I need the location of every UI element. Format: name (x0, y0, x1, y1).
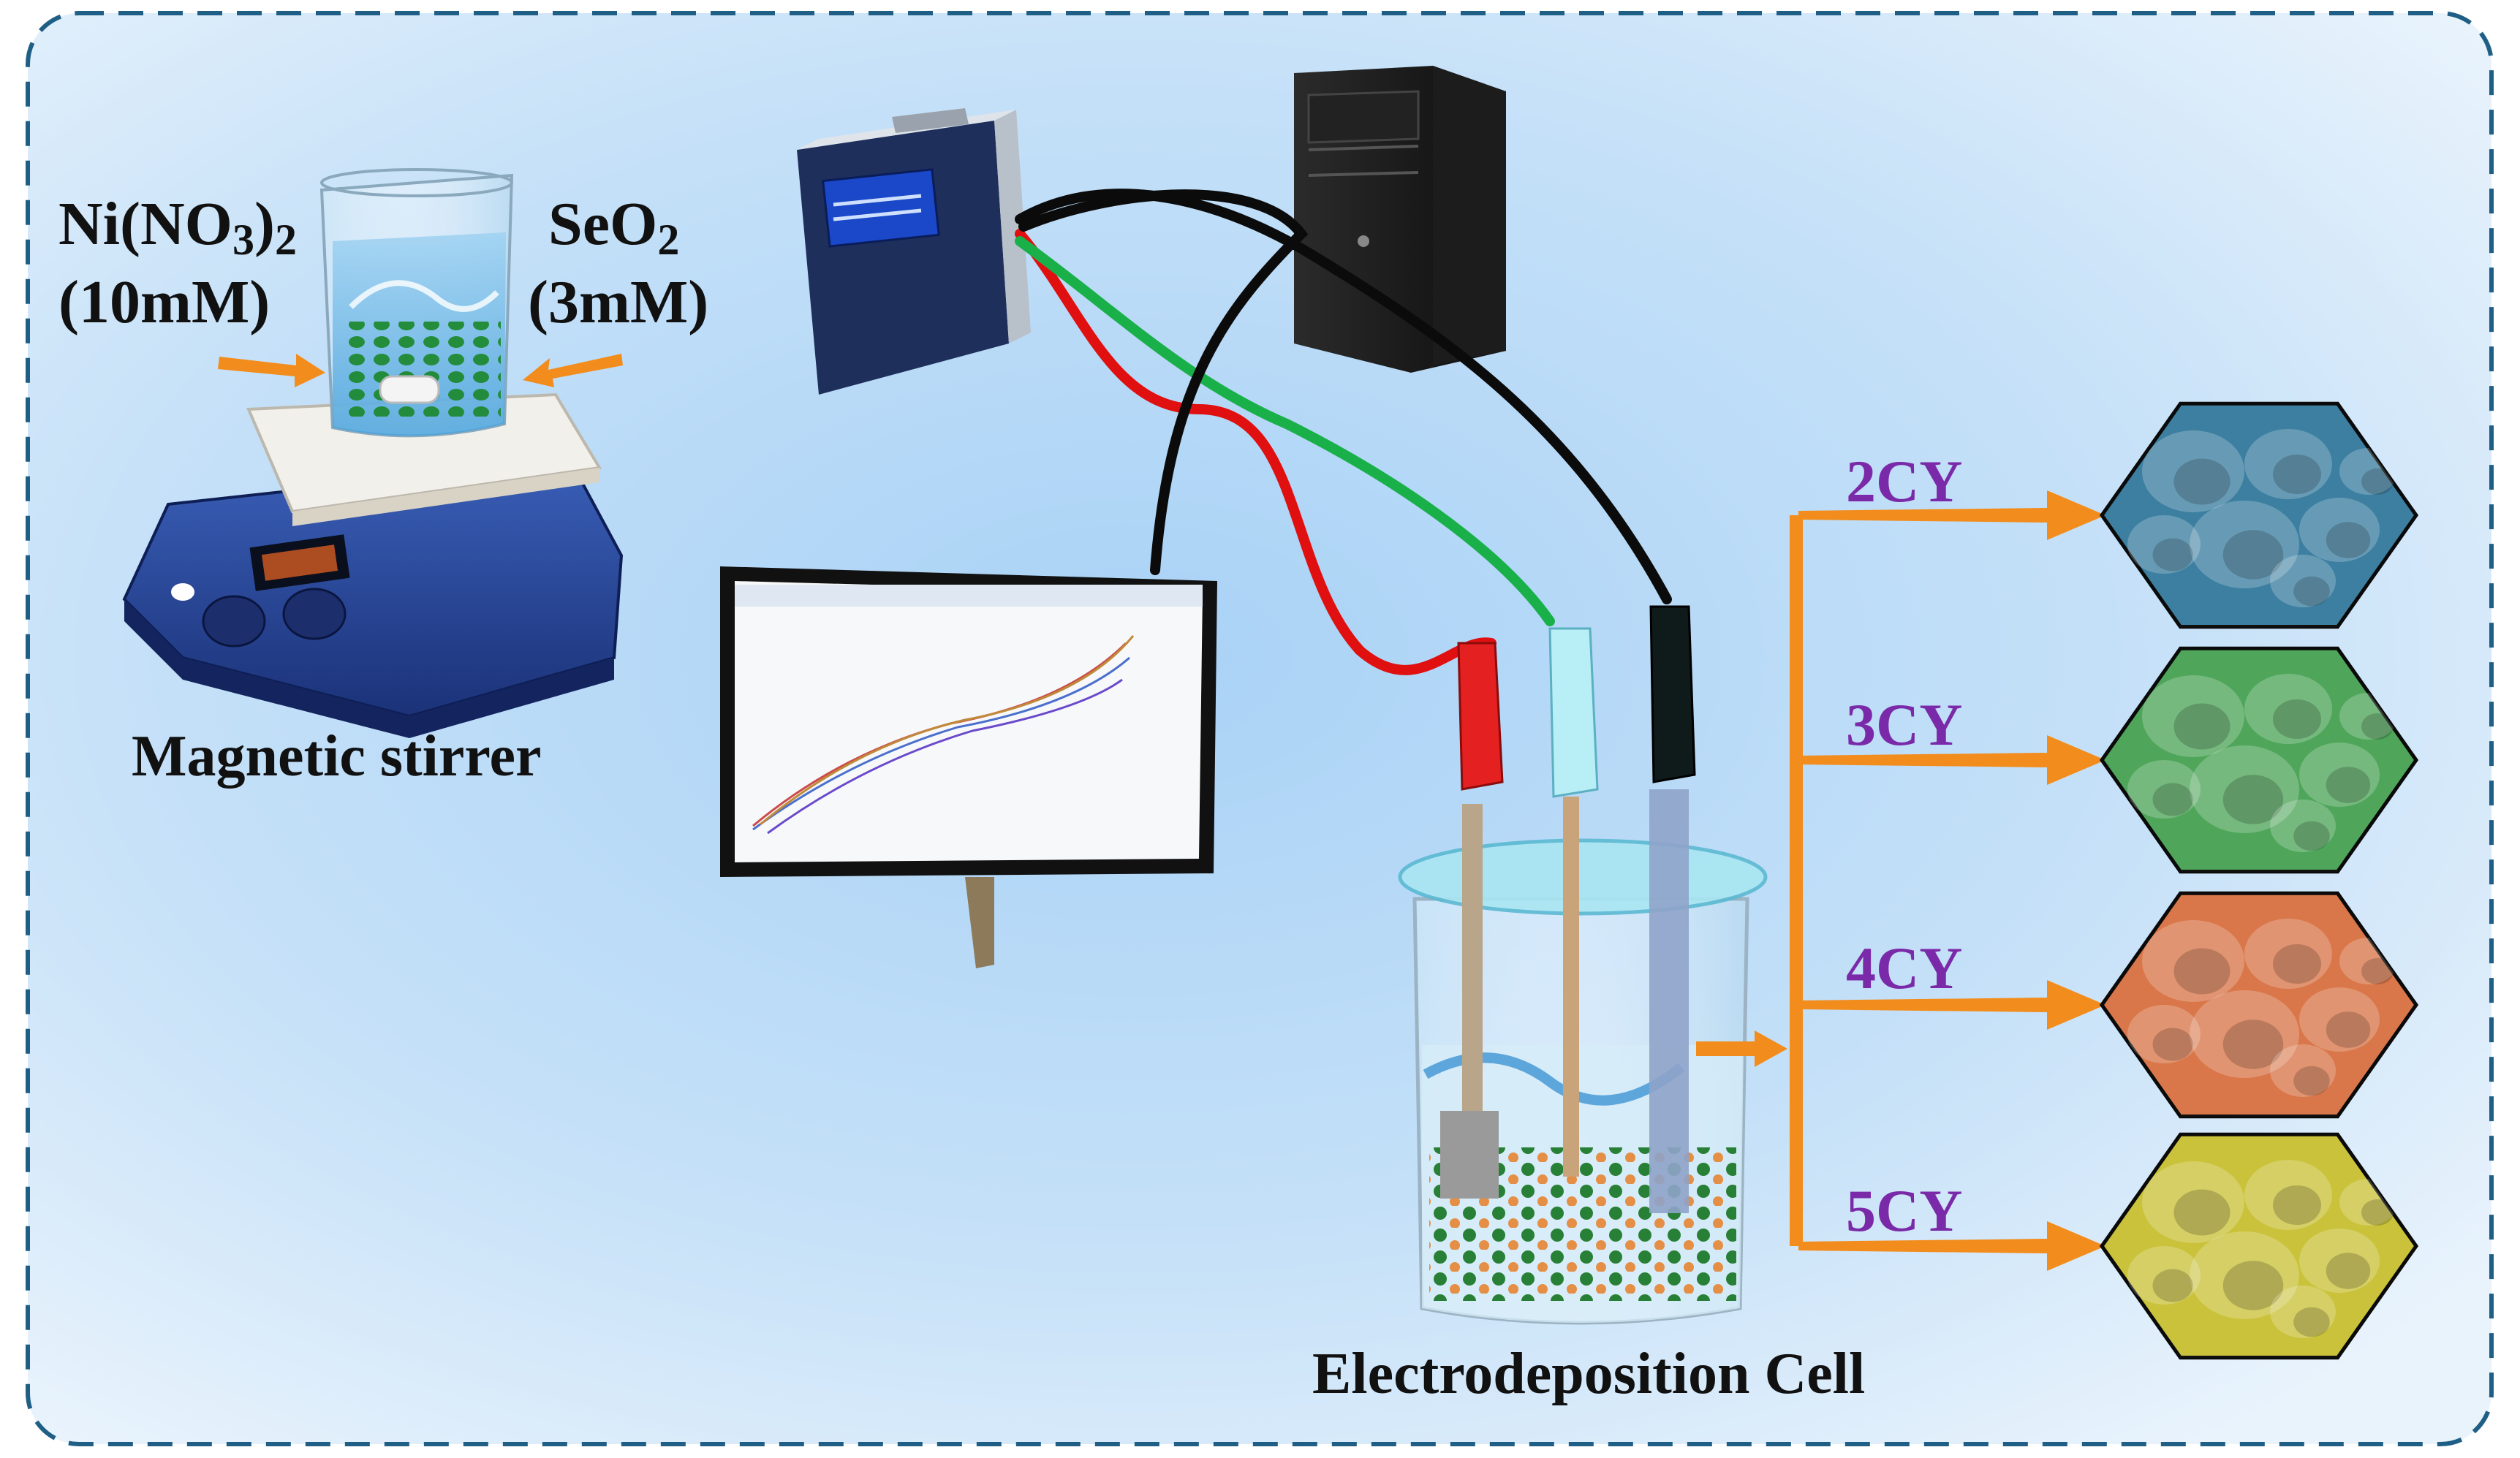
magnetic-stirrer (122, 168, 624, 738)
cycle-label-3cy: 3CY (1846, 691, 1963, 758)
sem-hexagon-group (2099, 401, 2419, 1360)
background-panel (28, 13, 2491, 1444)
branch-arrow-5cy (1798, 1221, 2105, 1271)
sem-hexagon-icon (2099, 401, 2419, 629)
monitor-icon (720, 566, 1217, 968)
reagent-seo2-label: SeO2 (548, 190, 680, 264)
sem-hexagon-icon (2099, 1132, 2419, 1360)
reagent-ni-label: Ni(NO3)2 (58, 190, 297, 264)
stirrer-caption: Magnetic stirrer (132, 724, 542, 789)
wire-black-2 (1018, 189, 1309, 575)
beaker-icon (319, 168, 514, 438)
input-arrow-right (523, 354, 623, 387)
branch-arrow-3cy (1798, 735, 2105, 785)
cell-output-arrow (1696, 1030, 1787, 1067)
reagent-ni-concentration: (10mM) (58, 268, 270, 336)
cycle-branch (1790, 490, 2105, 1271)
cell-caption: Electrodeposition Cell (1312, 1342, 1866, 1406)
sem-hexagon-icon (2099, 891, 2419, 1119)
input-arrow-left (218, 354, 325, 387)
potentiostat-icon (797, 108, 1031, 395)
branch-arrow-2cy (1798, 490, 2105, 540)
electrode-clip-icon (1457, 605, 1696, 798)
cycle-label-5cy: 5CY (1846, 1177, 1963, 1244)
reagent-seo2-concentration: (3mM) (528, 268, 709, 336)
wire-red (1015, 229, 1497, 675)
wires (1015, 189, 1672, 675)
electrochemical-cell-icon (1398, 605, 1787, 1325)
wire-black-1 (1015, 189, 1672, 604)
cell-lid (1398, 838, 1768, 916)
sem-hexagon-icon (2099, 646, 2419, 874)
cycle-label-2cy: 2CY (1846, 448, 1963, 515)
computer-tower-icon (1294, 66, 1506, 373)
wire-green (1015, 236, 1555, 626)
cycle-label-4cy: 4CY (1846, 935, 1963, 1001)
dashed-border (26, 11, 2494, 1446)
branch-arrow-4cy (1798, 980, 2105, 1030)
